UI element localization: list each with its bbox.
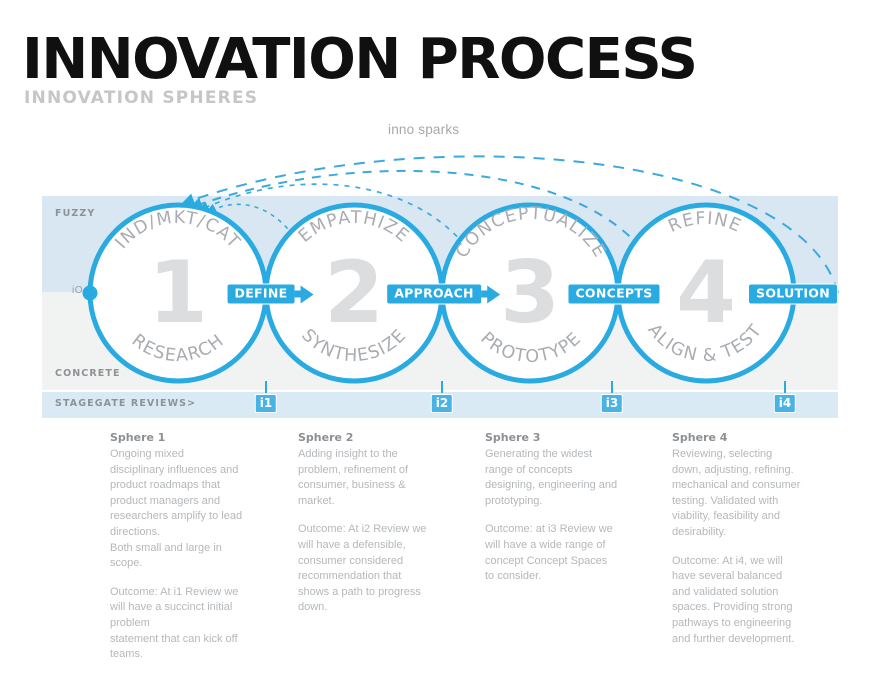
concrete-label: CONCRETE (55, 368, 121, 379)
fuzzy-band (42, 196, 838, 292)
sphere-description-body: Generating the widest range of concepts … (485, 447, 618, 507)
connector-approach[interactable]: APPROACH (386, 283, 500, 305)
sphere-description-outcome: Outcome: at i3 Review we will have a wid… (485, 523, 613, 583)
sphere-description-body: Reviewing, selecting down, adjusting, re… (672, 447, 801, 538)
sphere-description-outcome: Outcome: At i1 Review we will have a suc… (110, 585, 239, 661)
page-subtitle: INNOVATION SPHERES (24, 88, 259, 108)
connector-label: CONCEPTS (567, 283, 661, 305)
page-title: INNOVATION PROCESS (22, 27, 698, 92)
connector-concepts[interactable]: CONCEPTS (567, 283, 661, 305)
gate-tick-3 (611, 381, 613, 393)
gate-badge-i4[interactable]: i4 (773, 394, 797, 413)
connector-label: SOLUTION (748, 283, 838, 305)
sphere-description-heading: Sphere 2 (298, 431, 354, 444)
inno-sparks-label: inno sparks (388, 122, 460, 137)
sphere-description-outcome: Outcome: At i2 Review we will have a def… (298, 523, 427, 614)
sphere-description-3: Sphere 3 Generating the widest range of … (485, 430, 658, 585)
diagram-band: FUZZY CONCRETE STAGEGATE REVIEWS> iO (42, 196, 838, 418)
gate-tick-4 (784, 381, 786, 393)
gate-tick-2 (441, 381, 443, 393)
arrow-right-icon (486, 285, 500, 303)
sphere-description-2: Sphere 2 Adding insight to the problem, … (298, 430, 471, 616)
arrow-right-icon (300, 285, 314, 303)
sphere-description-heading: Sphere 4 (672, 431, 728, 444)
connector-solution[interactable]: SOLUTION (748, 283, 838, 305)
origin-label: iO (72, 285, 83, 296)
sphere-description-body: Adding insight to the problem, refinemen… (298, 447, 409, 507)
stagegate-label: STAGEGATE REVIEWS> (55, 398, 197, 409)
connector-label: DEFINE (226, 283, 296, 305)
connector-label: APPROACH (386, 283, 482, 305)
connector-stem (294, 290, 302, 298)
sphere-description-body: Ongoing mixed disciplinary influences an… (110, 447, 243, 570)
sphere-description-heading: Sphere 3 (485, 431, 541, 444)
gate-tick-1 (265, 381, 267, 393)
connector-define[interactable]: DEFINE (226, 283, 314, 305)
sphere-description-1: Sphere 1 Ongoing mixed disciplinary infl… (110, 430, 283, 663)
sphere-description-heading: Sphere 1 (110, 431, 166, 444)
gate-badge-i2[interactable]: i2 (430, 394, 454, 413)
sphere-descriptions: Sphere 1 Ongoing mixed disciplinary infl… (0, 430, 880, 660)
concrete-band (42, 292, 838, 390)
sphere-description-4: Sphere 4 Reviewing, selecting down, adju… (672, 430, 845, 647)
gate-badge-i1[interactable]: i1 (254, 394, 278, 413)
sphere-description-outcome: Outcome: At i4, we will have several bal… (672, 554, 795, 645)
gate-badge-i3[interactable]: i3 (600, 394, 624, 413)
connector-stem (480, 290, 488, 298)
fuzzy-label: FUZZY (55, 208, 96, 219)
